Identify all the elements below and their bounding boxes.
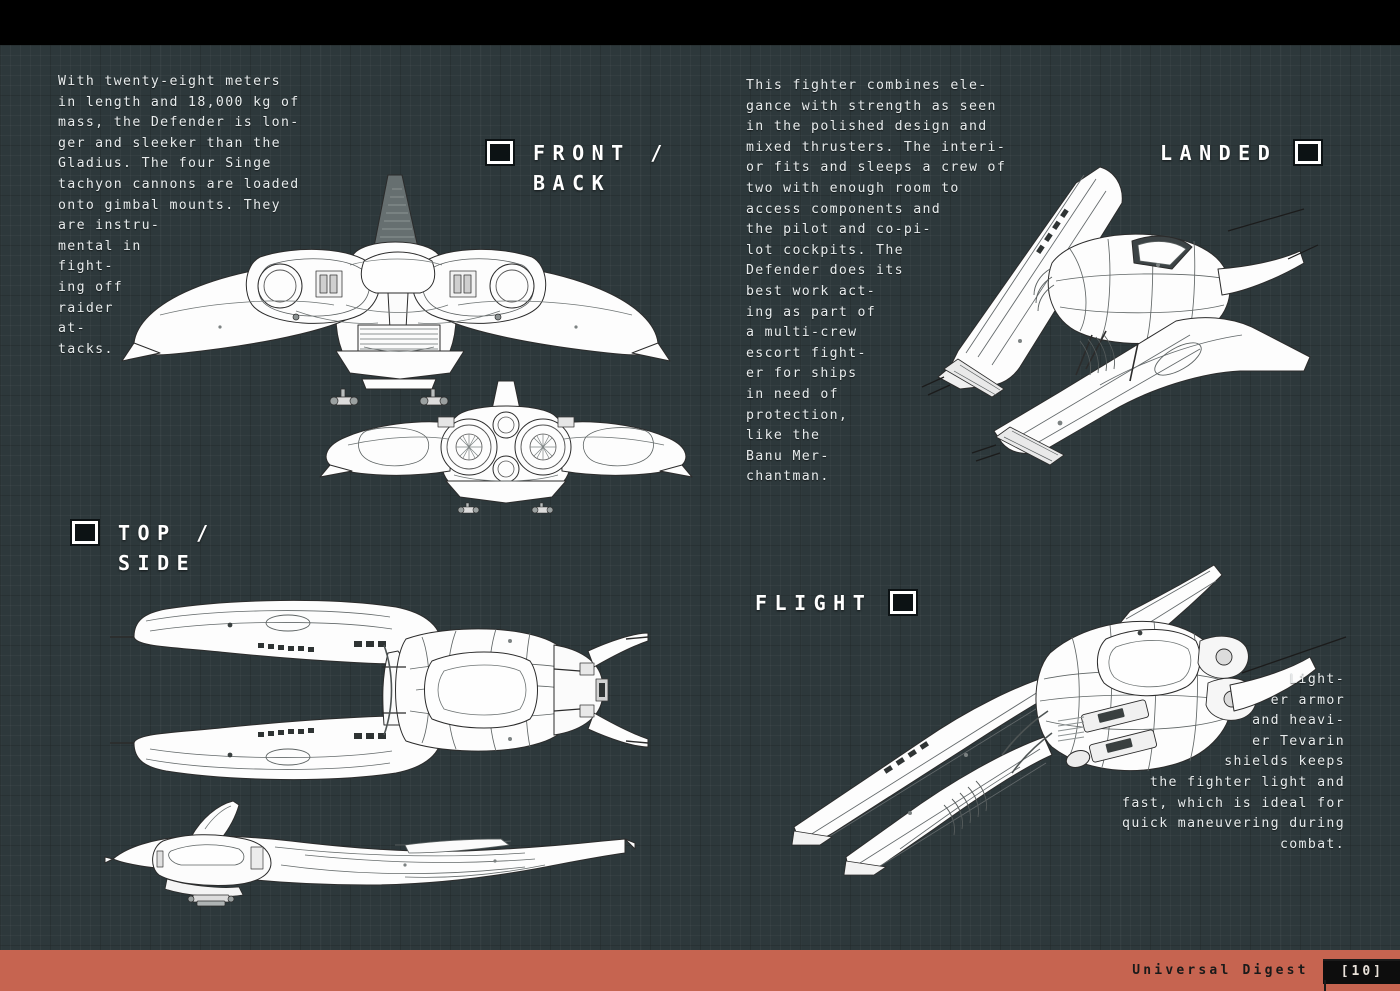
section-marker-icon [1293, 139, 1324, 166]
section-marker-icon [888, 589, 919, 616]
top-black-band [0, 0, 1400, 45]
section-heading-label: FLIGHT [755, 591, 873, 615]
section-marker-icon [485, 139, 515, 166]
section-heading-label: LANDED [1160, 141, 1278, 165]
page-number-group: [10] [1322, 950, 1400, 991]
illustration-flight-view [790, 545, 1350, 885]
page-number-badge: [10] [1322, 959, 1400, 984]
section-heading-top-side[interactable]: TOP / SIDE [70, 518, 216, 578]
section-heading-label: FRONT / BACK [533, 141, 670, 195]
section-marker-icon [70, 519, 100, 546]
illustration-landed-view [900, 145, 1320, 485]
illustration-front-view [120, 165, 680, 415]
footer-content: Universal Digest [10] [1132, 950, 1400, 991]
footer-publication-title: Universal Digest [1132, 963, 1309, 978]
section-heading-front-back[interactable]: FRONT / BACK [485, 138, 670, 198]
right-intro-paragraph: This fighter combines ele- gance with st… [746, 78, 1007, 485]
left-intro-paragraph: With twenty-eight meters in length and 1… [58, 74, 300, 357]
section-heading-flight[interactable]: FLIGHT [755, 588, 919, 618]
page-tag-tick [1323, 980, 1326, 991]
illustration-top-view [110, 575, 650, 805]
page-footer: Universal Digest [10] [0, 950, 1400, 991]
grid-background: With twenty-eight meters in length and 1… [0, 45, 1400, 950]
illustration-back-view [318, 375, 698, 515]
flight-caption-paragraph: Light- er armor and heavi- er Tevarin sh… [1122, 672, 1345, 852]
page-tag-rule [1322, 959, 1400, 961]
section-heading-label: TOP / SIDE [118, 521, 216, 575]
illustration-side-view [104, 795, 636, 925]
section-heading-landed[interactable]: LANDED [1160, 138, 1324, 168]
